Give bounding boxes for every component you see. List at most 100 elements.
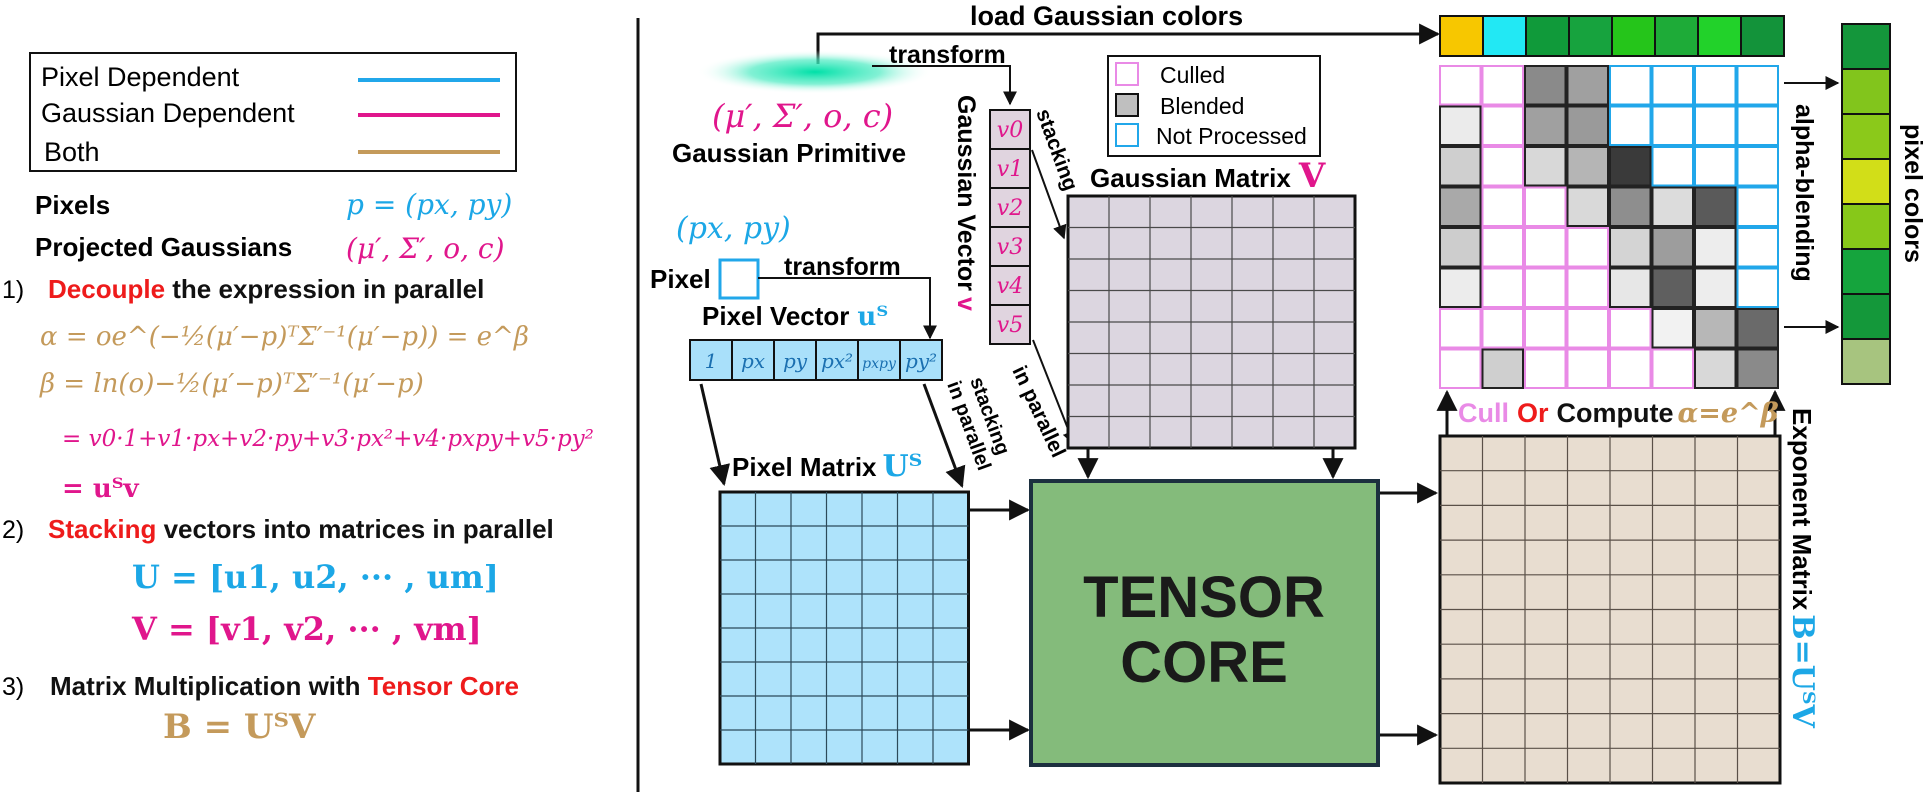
projected-gaussians-label: Projected Gaussians bbox=[35, 232, 292, 262]
pixel-color-cell bbox=[1841, 68, 1891, 115]
status-legend: Culled Blended Not Processed bbox=[1107, 55, 1321, 157]
culled-cell bbox=[1481, 186, 1524, 227]
blended-cell bbox=[1609, 186, 1652, 227]
pixel-stacking-arrow-right bbox=[922, 383, 966, 488]
pixel-color-cell bbox=[1841, 338, 1891, 385]
gaussian-color-cell bbox=[1525, 15, 1570, 57]
not-processed-label: Not Processed bbox=[1156, 123, 1307, 149]
blended-cell bbox=[1609, 267, 1652, 308]
pixel-label: Pixel bbox=[650, 264, 711, 294]
not-processed-cell bbox=[1651, 146, 1694, 187]
culled-cell bbox=[1609, 308, 1652, 349]
blended-cell bbox=[1439, 186, 1482, 227]
pixel-color-cell bbox=[1841, 248, 1891, 295]
gaussian-vector-cell bbox=[989, 226, 1031, 267]
not-processed-cell bbox=[1736, 105, 1779, 146]
blended-cell bbox=[1651, 227, 1694, 268]
step2-number: 2) bbox=[2, 516, 24, 544]
blended-cell bbox=[1439, 105, 1482, 146]
projected-gaussians-math: (μ′, Σ′, o, c) bbox=[346, 232, 505, 265]
blended-cell bbox=[1524, 65, 1567, 106]
gaussian-vector-cell bbox=[989, 109, 1031, 150]
gaussian-blob bbox=[697, 50, 933, 94]
exponent-matrix-label: Exponent MatrixB=UᵀV bbox=[1785, 408, 1820, 729]
step3-number: 3) bbox=[2, 673, 24, 701]
culled-cell bbox=[1481, 308, 1524, 349]
culled-cell bbox=[1481, 227, 1524, 268]
pixel-coord: (px, py) bbox=[676, 211, 791, 246]
culled-cell bbox=[1481, 105, 1524, 146]
blended-cell bbox=[1736, 308, 1779, 349]
legend-both: Both bbox=[44, 137, 100, 167]
gaussian-transform-label: transform bbox=[889, 41, 1006, 69]
blended-cell bbox=[1651, 186, 1694, 227]
culled-cell bbox=[1651, 348, 1694, 389]
culled-cell bbox=[1566, 267, 1609, 308]
culled-cell bbox=[1439, 65, 1482, 106]
culled-swatch bbox=[1115, 62, 1139, 86]
blended-cell bbox=[1481, 348, 1524, 389]
culled-cell bbox=[1481, 65, 1524, 106]
gaussian-stacking-label: stacking bbox=[1031, 106, 1082, 194]
pixel-colors-column bbox=[1841, 23, 1891, 385]
gaussian-color-cell bbox=[1611, 15, 1656, 57]
not-processed-cell bbox=[1736, 186, 1779, 227]
gaussian-stacking-arrow bbox=[1031, 149, 1067, 240]
pixel-vector-cell-label: py bbox=[783, 349, 808, 373]
blended-cell bbox=[1566, 65, 1609, 106]
not-processed-cell bbox=[1651, 105, 1694, 146]
blended-cell bbox=[1524, 105, 1567, 146]
blended-cell bbox=[1524, 146, 1567, 187]
culled-cell bbox=[1524, 227, 1567, 268]
pixel-colors-label: pixel colors bbox=[1899, 124, 1927, 263]
V-equation: V = [v1, v2, ··· , vm] bbox=[131, 610, 482, 648]
pixel-color-cell bbox=[1841, 113, 1891, 160]
pixel-color-cell bbox=[1841, 158, 1891, 205]
step3-keyword: Tensor Core bbox=[368, 671, 519, 701]
pixel-matrix-grid bbox=[718, 490, 970, 766]
U-equation: U = [u1, u2, ··· , um] bbox=[132, 558, 499, 596]
culled-cell bbox=[1439, 308, 1482, 349]
pixel-square bbox=[718, 258, 760, 300]
pixel-color-cell bbox=[1841, 293, 1891, 340]
not-processed-cell bbox=[1736, 65, 1779, 106]
pixel-vector-cell-label: px² bbox=[821, 349, 853, 373]
culled-cell bbox=[1524, 348, 1567, 389]
status-grid bbox=[1439, 65, 1779, 389]
culled-cell bbox=[1524, 186, 1567, 227]
step2-keyword: Stacking bbox=[48, 514, 156, 544]
not-processed-cell bbox=[1736, 267, 1779, 308]
tensor-core-box bbox=[1029, 479, 1380, 767]
gaussian-vector-cell bbox=[989, 304, 1031, 345]
alpha-equation: α = oe^(−½(μ′−p)ᵀΣ′⁻¹(μ′−p)) = e^β bbox=[40, 322, 529, 352]
tensor-core-line1: TENSOR bbox=[1083, 565, 1325, 630]
blended-label: Blended bbox=[1160, 93, 1244, 119]
gaussian-vector-cell bbox=[989, 148, 1031, 189]
B-equation: B = UᵀV bbox=[163, 707, 316, 747]
pixel-vector-cell bbox=[689, 339, 733, 381]
not-processed-cell bbox=[1651, 65, 1694, 106]
blended-cell bbox=[1439, 227, 1482, 268]
legend-gaussian-dependent: Gaussian Dependent bbox=[41, 98, 295, 128]
culled-cell bbox=[1524, 267, 1567, 308]
pixel-transform-label: transform bbox=[784, 253, 901, 281]
culled-cell bbox=[1481, 146, 1524, 187]
gaussian-color-cell bbox=[1482, 15, 1527, 57]
blended-cell bbox=[1651, 267, 1694, 308]
legend-box: Pixel Dependent Gaussian Dependent Both bbox=[29, 52, 517, 172]
step1-number: 1) bbox=[2, 276, 24, 304]
culled-cell bbox=[1481, 267, 1524, 308]
load-colors-label: load Gaussian colors bbox=[970, 1, 1243, 31]
legend-pixel-dependent: Pixel Dependent bbox=[41, 62, 240, 92]
blended-cell bbox=[1609, 146, 1652, 187]
blended-cell bbox=[1566, 105, 1609, 146]
pixel-vector-cell bbox=[815, 339, 859, 381]
step3-heading: Matrix Multiplication with Tensor Core bbox=[50, 671, 519, 701]
step1-keyword: Decouple bbox=[48, 274, 165, 304]
pixel-vector-cell-label: pxpy bbox=[862, 356, 897, 372]
gaussian-color-cell bbox=[1568, 15, 1613, 57]
